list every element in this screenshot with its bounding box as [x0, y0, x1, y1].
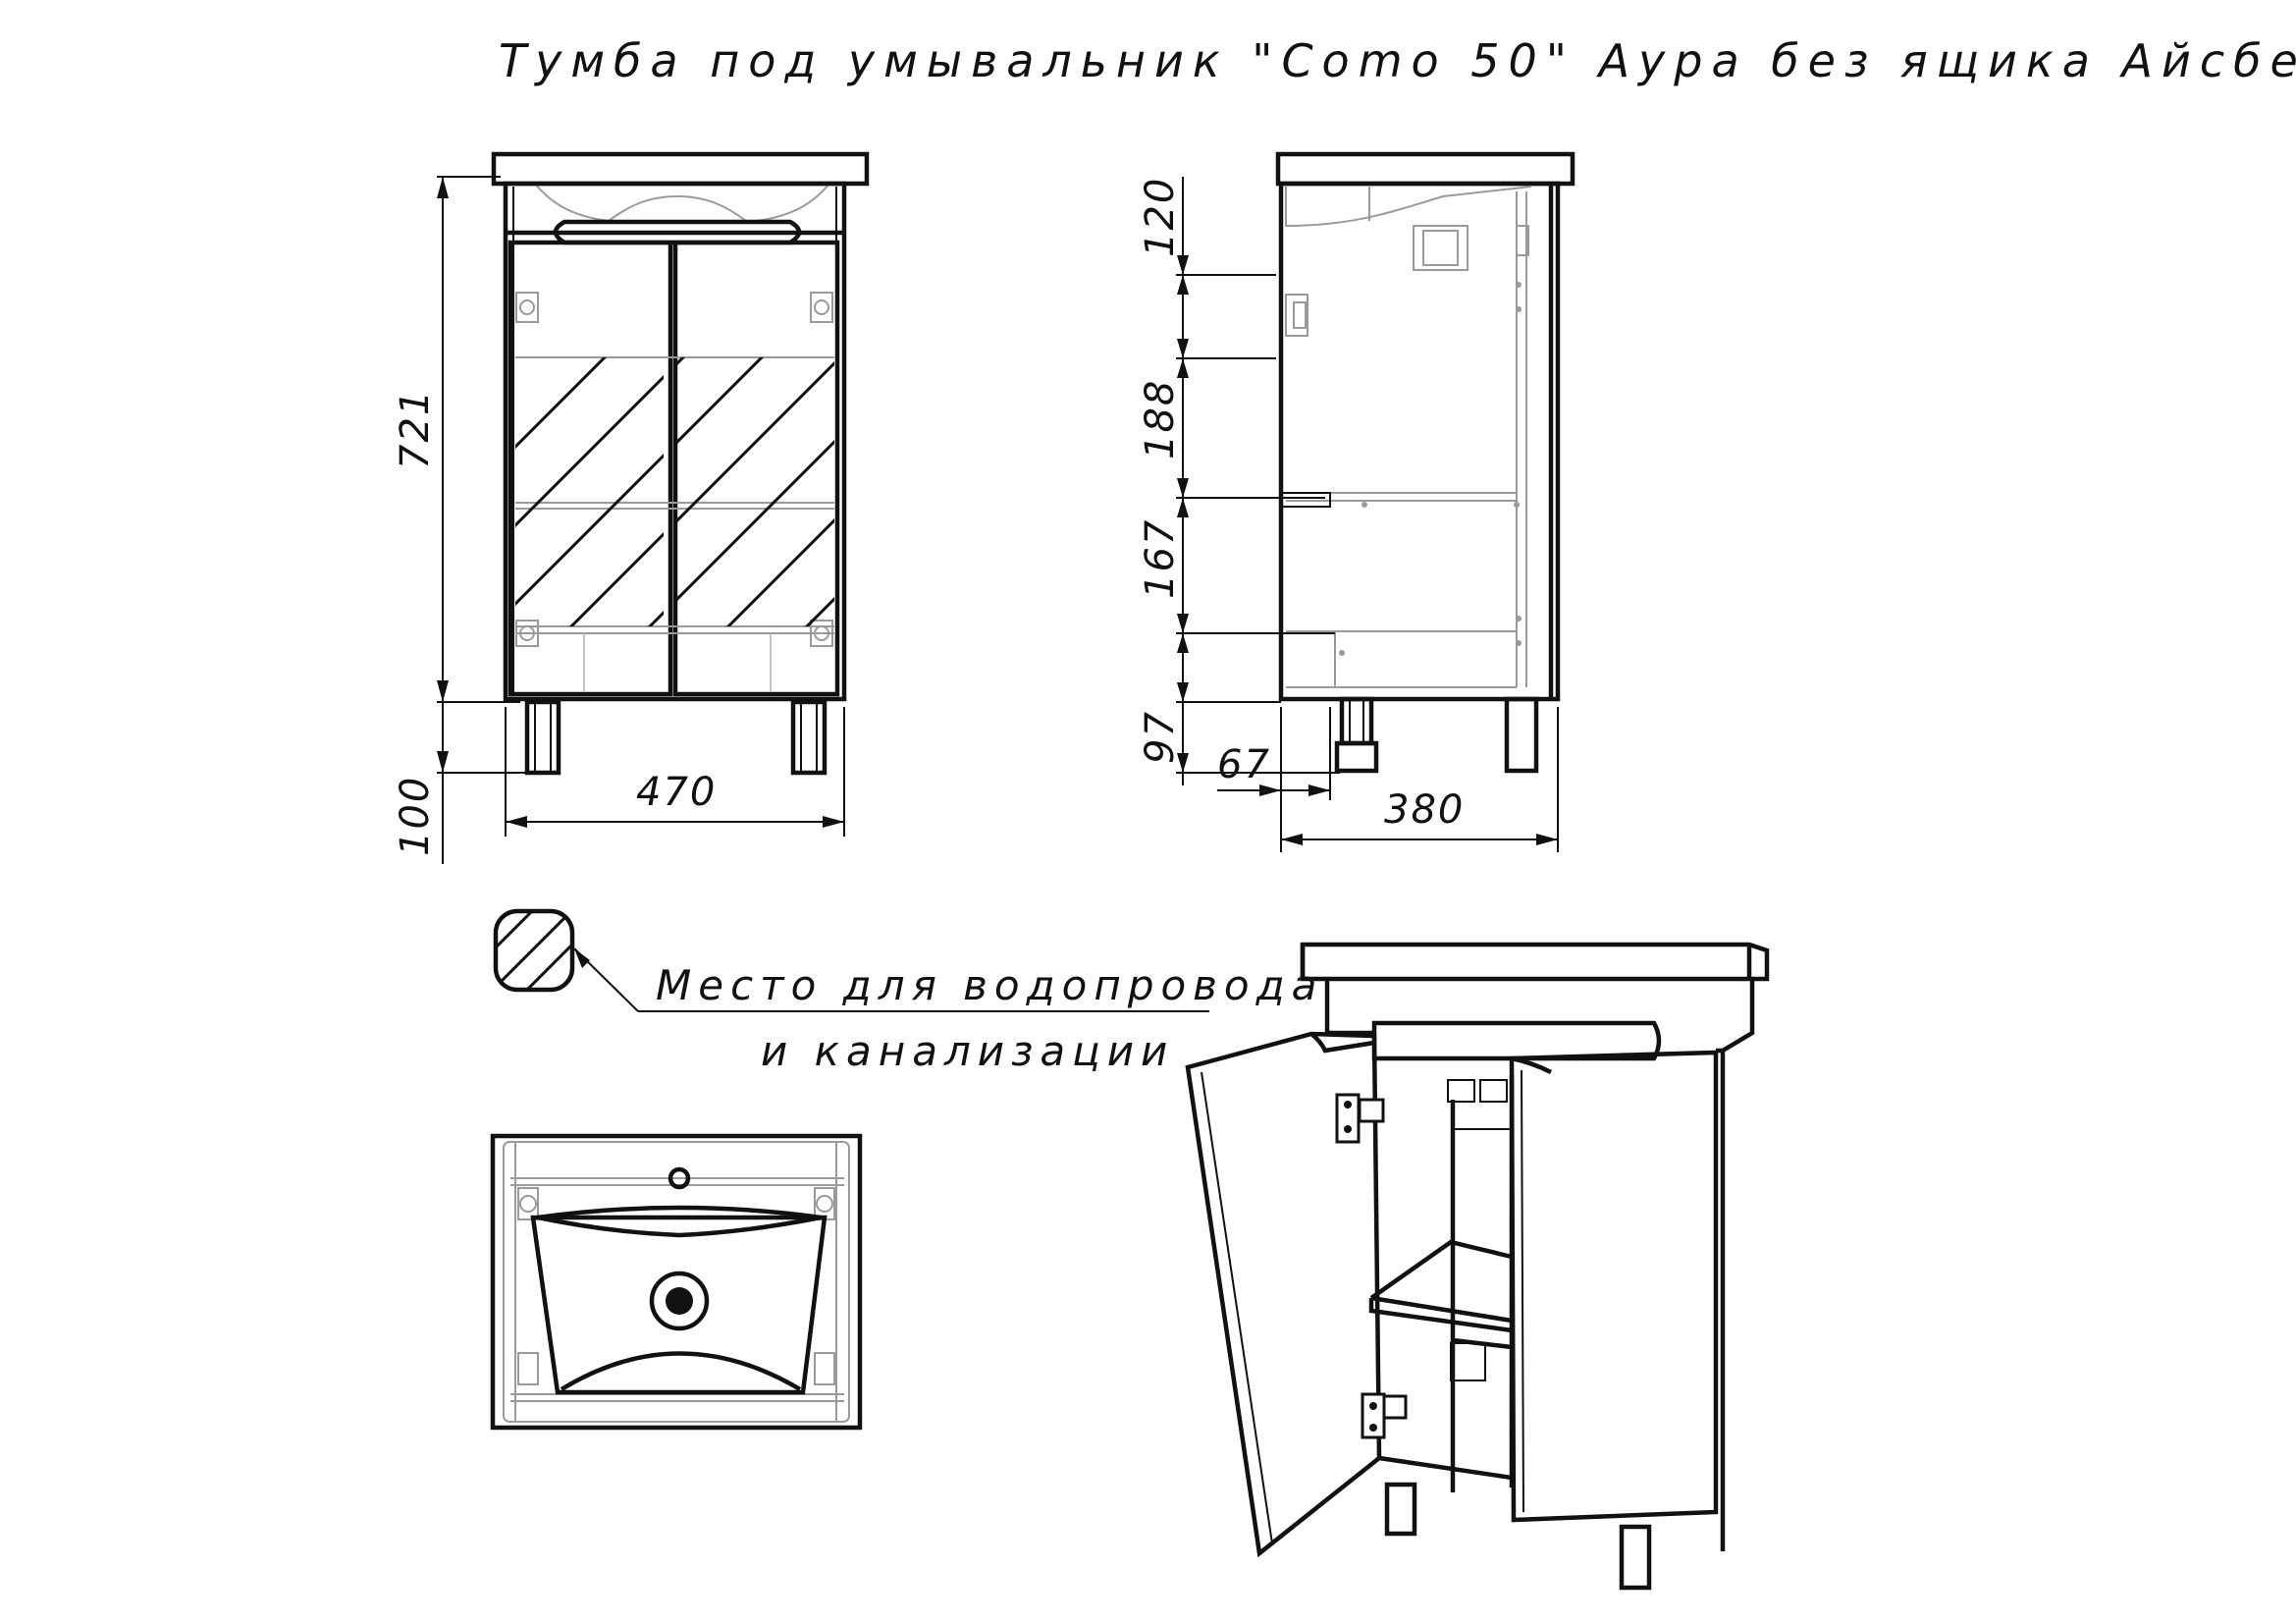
side-depth-label: 380 [1384, 787, 1465, 833]
side-countertop [1275, 151, 1575, 187]
side-carcass [1278, 181, 1561, 702]
legend: Место для водопровода и канализации [493, 908, 1323, 1075]
front-plumbing-zone-left [515, 357, 664, 626]
front-width-label: 470 [636, 770, 717, 815]
side-section-label-legs: 97 [1138, 710, 1183, 764]
side-leg-front [1334, 696, 1379, 774]
iso-hinge-lower [1361, 1392, 1408, 1439]
iso-countertop [1300, 942, 1770, 982]
side-section-label-lower: 167 [1138, 518, 1183, 599]
top-view [490, 1133, 863, 1431]
legend-line1: Место для водопровода [656, 961, 1323, 1009]
iso-door-right [1509, 1050, 1719, 1523]
front-leg-right [790, 699, 828, 776]
side-view: 120 188 167 97 67 380 [1138, 151, 1575, 852]
front-legs-dimension [437, 702, 530, 864]
front-legs-label: 100 [393, 776, 438, 856]
front-door-right [672, 240, 840, 697]
drain-icon [649, 1271, 710, 1331]
front-view: 721 100 470 [393, 151, 870, 864]
side-leg-back [1504, 696, 1539, 774]
legend-line2: и канализации [761, 1027, 1174, 1075]
drawing-title: Тумба под умывальник "Como 50" Аура без … [499, 34, 2296, 87]
iso-legs [1384, 1482, 1652, 1591]
iso-door-left [1185, 1031, 1382, 1558]
isometric-view [1185, 942, 1770, 1591]
side-section-label-upper: 188 [1138, 379, 1183, 460]
front-height-label: 721 [393, 389, 438, 469]
front-leg-left [524, 699, 561, 776]
front-width-dimension [505, 707, 845, 837]
side-section-dimensions [1176, 177, 1340, 785]
side-offset-label: 67 [1217, 742, 1271, 787]
side-depth-dimension [1280, 707, 1559, 852]
iso-handle [1371, 1020, 1662, 1061]
iso-hinge-upper [1335, 1093, 1385, 1144]
basin-bowl [530, 1215, 828, 1395]
front-door-left [507, 240, 673, 697]
front-height-dimension [437, 176, 520, 703]
front-carcass [503, 181, 847, 702]
front-countertop [491, 151, 870, 187]
side-section-label-top: 120 [1138, 177, 1183, 257]
top-view-outline [490, 1133, 863, 1431]
tap-hole [667, 1166, 691, 1190]
front-plumbing-zone-right [677, 357, 834, 626]
